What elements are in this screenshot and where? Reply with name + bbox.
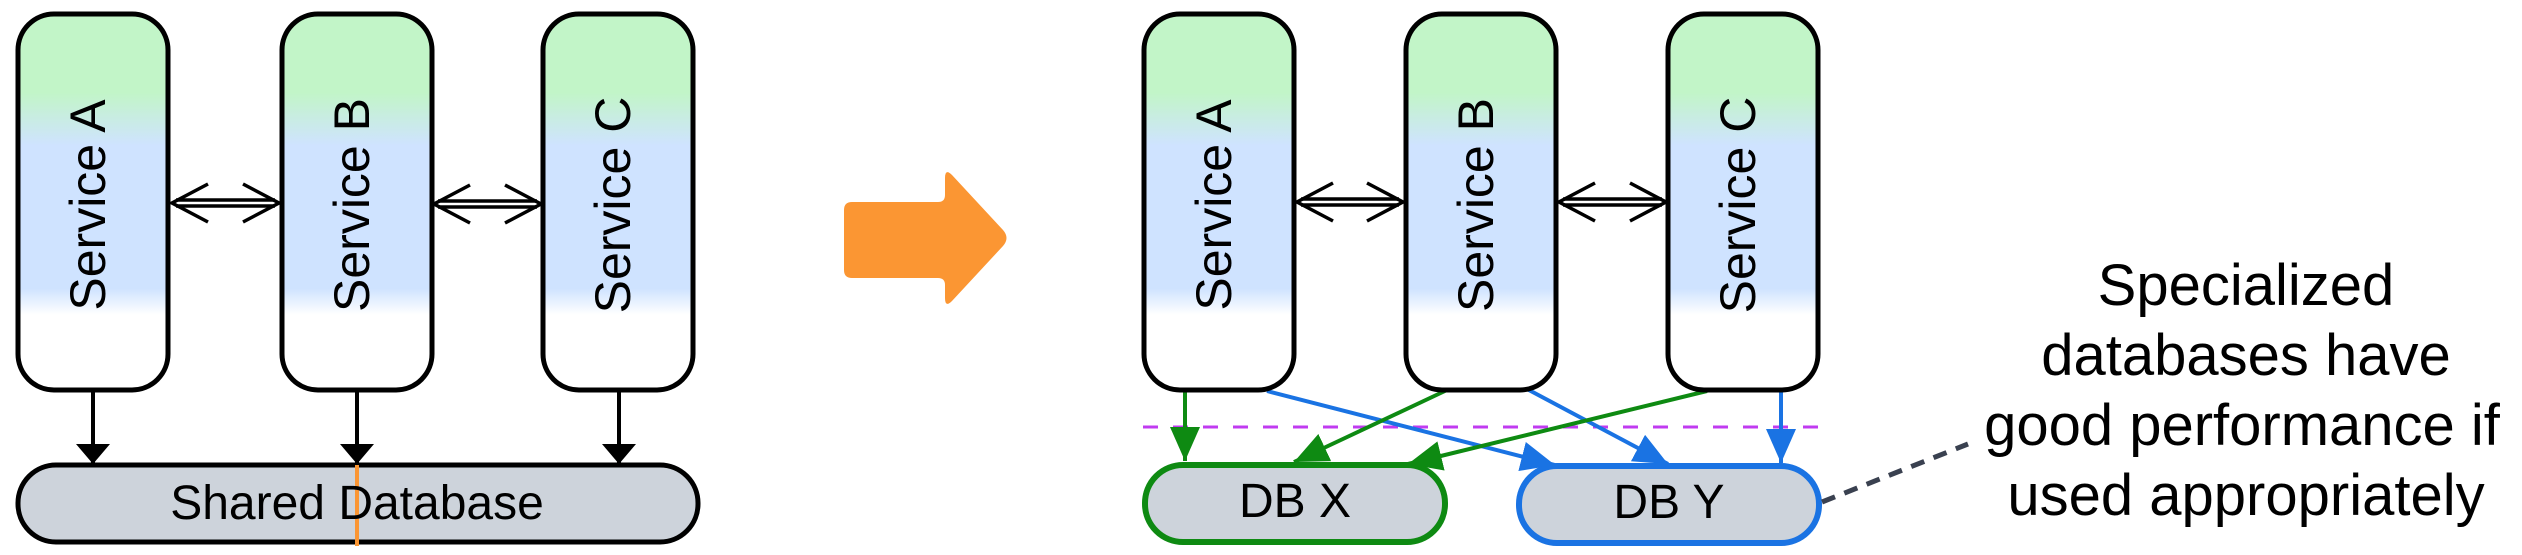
service-to-db-arrows (76, 392, 636, 464)
db-y-label: DB Y (1613, 476, 1724, 529)
bidirectional-arrow-icon (1293, 181, 1407, 223)
note-line: Specialized (2098, 253, 2395, 318)
db-connection-arrow (1266, 389, 1556, 472)
db-x[interactable]: DB X (1142, 462, 1448, 545)
service-box (540, 11, 696, 393)
db-x-label: DB X (1239, 475, 1351, 528)
bidirectional-arrow-icon (168, 182, 283, 224)
after-service-a[interactable]: Service A (1141, 11, 1297, 393)
bidirectional-arrow-icon (1555, 181, 1670, 223)
service-label: Service C (585, 97, 641, 314)
after-diagram: DB X DB Y Service A Service B Service C Sp… (1141, 11, 2501, 546)
bidirectional-arrow-icon (430, 183, 545, 225)
after-service-c[interactable]: Service C (1665, 11, 1821, 393)
service-group: Service A Service B Service C (15, 11, 696, 393)
note-line: used appropriately (2007, 463, 2484, 528)
before-service-c[interactable]: Service C (540, 11, 696, 393)
service-label: Service A (1186, 99, 1242, 311)
annotation-note: Specialized databases have good performa… (1984, 253, 2501, 528)
after-service-b[interactable]: Service B (1403, 11, 1559, 393)
db-connection-arrow (1293, 388, 1448, 464)
db-y[interactable]: DB Y (1516, 463, 1822, 546)
db-x-box (1142, 462, 1448, 545)
db-connection-arrow (1526, 387, 1669, 466)
service-label: Service B (1448, 98, 1504, 312)
service-label: Service B (324, 98, 380, 312)
service-box (279, 11, 435, 393)
service-to-db-arrows (1170, 387, 1796, 472)
before-service-a[interactable]: Service A (15, 11, 171, 393)
service-label: Service A (60, 99, 116, 311)
note-line: good performance if (1984, 393, 2501, 458)
callout-connector (1821, 441, 1969, 505)
note-line: databases have (2041, 323, 2451, 388)
shared-database-label: Shared Database (170, 477, 544, 530)
shared-database[interactable]: Shared Database (15, 462, 701, 546)
db-y-box (1516, 463, 1822, 546)
service-group: Service A Service B Service C (1141, 11, 1821, 393)
before-service-b[interactable]: Service B (279, 11, 435, 393)
service-box (15, 11, 171, 393)
service-links (168, 182, 545, 225)
service-links (1293, 181, 1670, 223)
right-arrow-icon (844, 172, 1007, 304)
db-connection-arrow (1407, 389, 1708, 471)
service-label: Service C (1710, 97, 1766, 314)
